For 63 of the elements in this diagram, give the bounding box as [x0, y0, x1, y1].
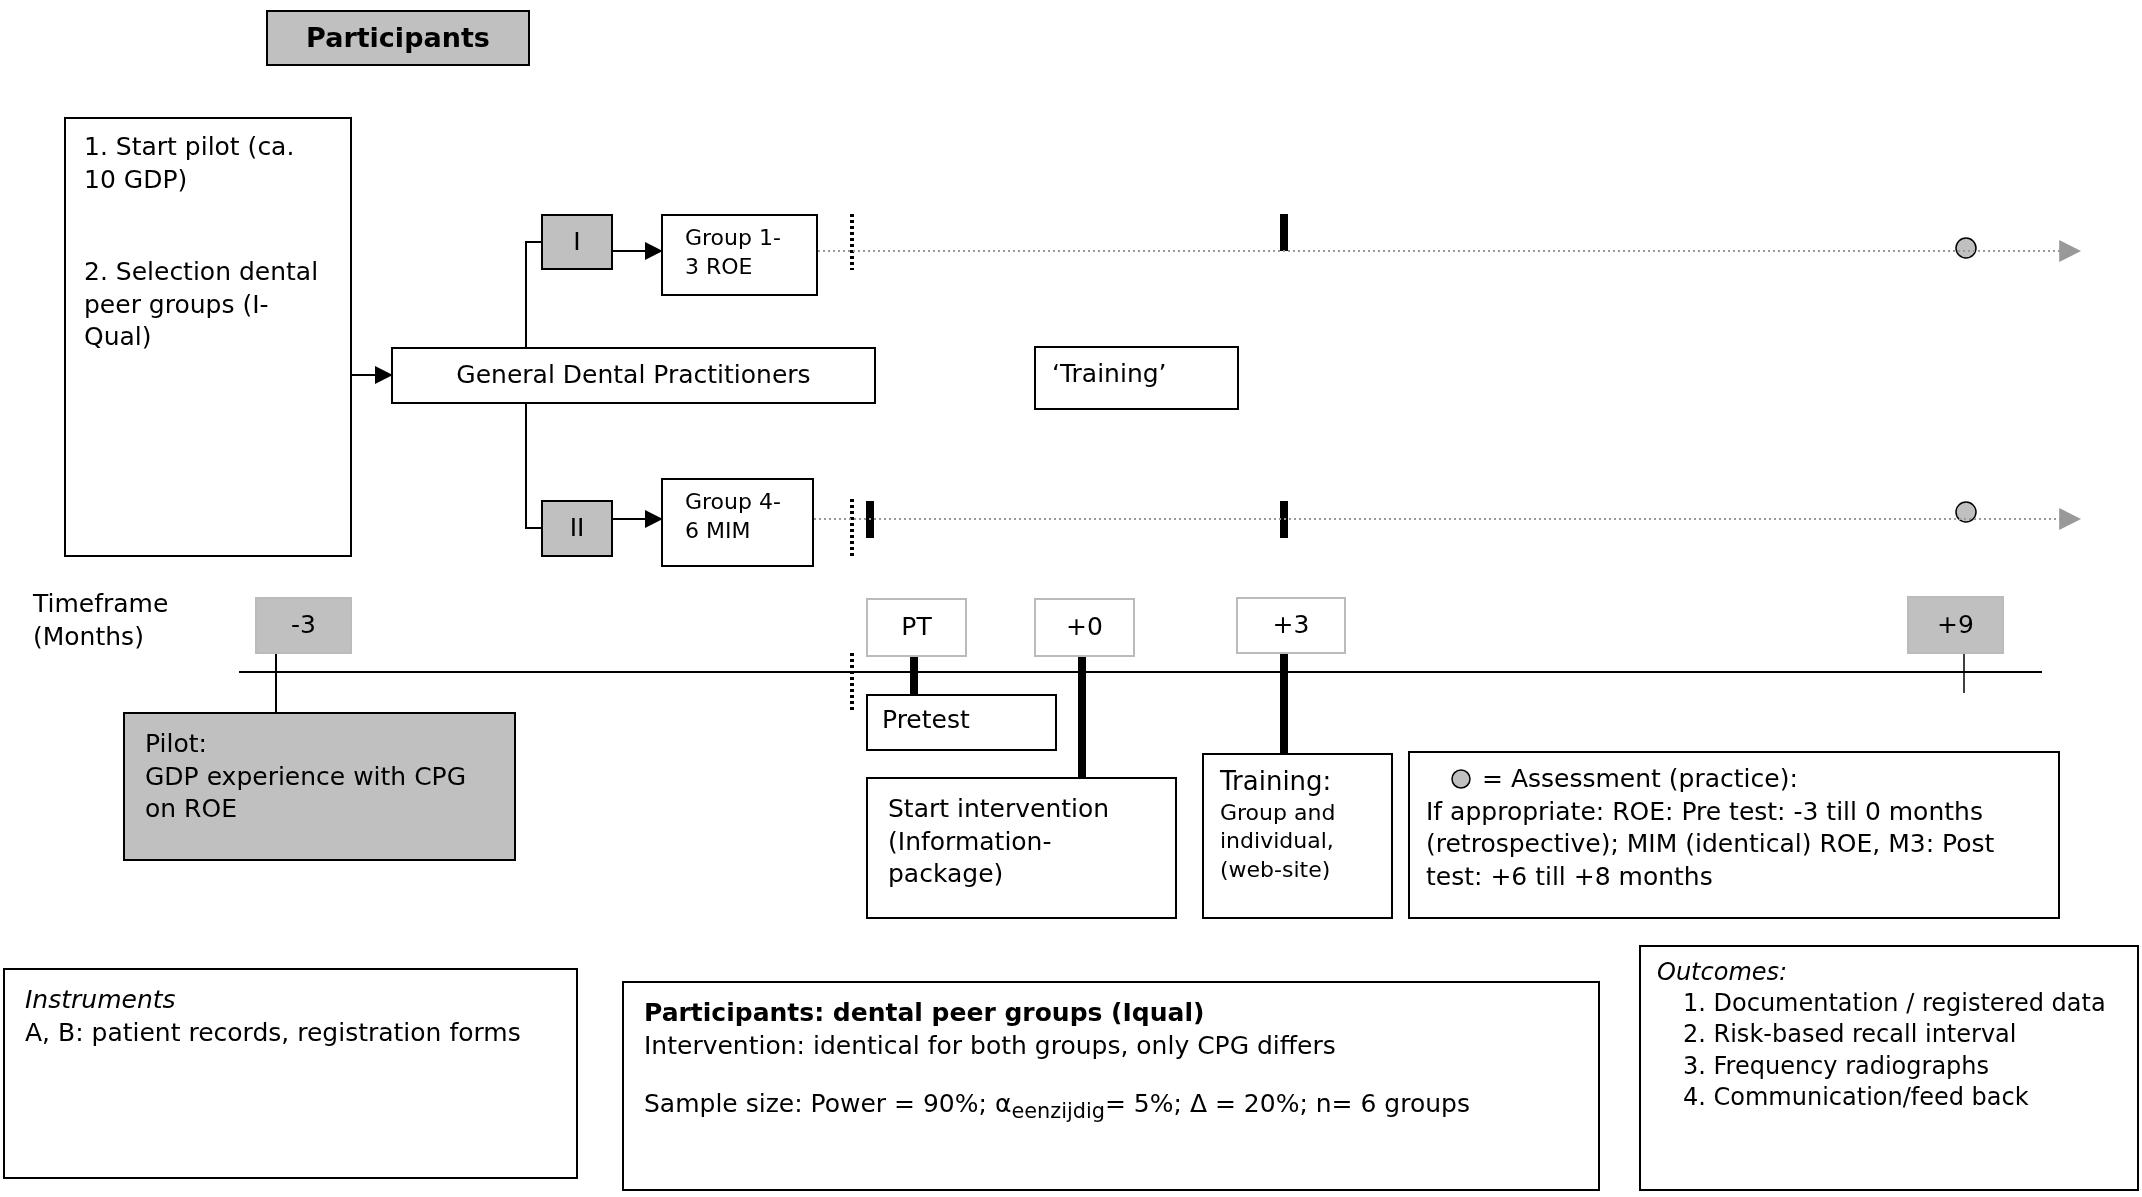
group-number: II — [569, 512, 585, 545]
text-box — [1639, 945, 2139, 1191]
text-box — [1034, 598, 1135, 657]
heading: Participants: dental peer groups (Iqual) — [644, 997, 1206, 1029]
list-item: 2. Risk-based recall interval — [1682, 1019, 2018, 1051]
description: If appropriate: ROE: Pre test: -3 till 0 months (retrospective); MIM (identical) ROE, M3: Post test: +6 till +8 months — [1426, 795, 1996, 893]
node-label: ‘Training’ — [1052, 358, 1168, 390]
description: Group and individual, (web-site) — [1220, 798, 1337, 884]
time-label: +9 — [1937, 608, 1974, 641]
heading: Instruments — [25, 984, 177, 1016]
text-box — [866, 598, 967, 657]
list-item: 1. Documentation / registered data — [1682, 988, 2107, 1020]
time-label: PT — [901, 611, 932, 644]
connector-line — [1280, 654, 1288, 753]
node-label: Group 1-3 ROE — [685, 224, 782, 281]
text-box — [1034, 346, 1239, 410]
connector-line — [525, 241, 542, 348]
time-label: +3 — [1272, 609, 1310, 642]
text-box — [123, 712, 516, 861]
text-box — [866, 777, 1177, 919]
text-box — [64, 117, 352, 557]
text-box — [255, 597, 352, 654]
heading: Pilot: — [145, 728, 208, 760]
step-text: 2. Selection dental peer groups (I-Qual) — [84, 256, 320, 353]
description: Sample size: Power = 90%; α$_{eenzijdig}$= 5%; Δ = 20%; n= 6 groups — [644, 1088, 1471, 1125]
text-box — [1202, 753, 1393, 919]
node-label: Group 4-6 MIM — [685, 488, 782, 545]
text-box — [622, 981, 1600, 1191]
description: A, B: patient records, registration forms — [25, 1016, 522, 1049]
legend-text: = Assessment (practice): — [1482, 763, 1798, 795]
text-box — [391, 347, 876, 404]
description: Intervention: identical for both groups, only CPG differs — [644, 1029, 1337, 1062]
text-box — [3, 968, 578, 1179]
description: Start intervention (Information-package) — [888, 793, 1111, 890]
connector-line — [525, 403, 542, 529]
node-label: Pretest — [882, 704, 971, 736]
text-box — [1408, 751, 2060, 919]
node-label: General Dental Practitioners — [456, 359, 811, 392]
connector-line — [275, 653, 277, 713]
list-item: 4. Communication/feed back — [1682, 1081, 2030, 1113]
text-box — [1236, 597, 1346, 654]
axis-title: Timeframe (Months) — [33, 588, 170, 653]
group-number: I — [573, 225, 581, 258]
heading: Outcomes: — [1657, 957, 1789, 988]
heading: Training: — [1220, 765, 1333, 798]
time-label: +0 — [1066, 611, 1103, 644]
text-box — [1907, 596, 2004, 654]
arrow — [351, 366, 393, 384]
connector-line — [1078, 657, 1086, 777]
description: GDP experience with CPG on ROE — [145, 760, 468, 825]
step-text: 1. Start pilot (ca. 10 GDP) — [84, 131, 296, 196]
text-box — [541, 214, 613, 270]
arrow — [612, 510, 663, 528]
list-item: 3. Frequency radiographs — [1682, 1050, 1991, 1082]
arrow — [612, 242, 663, 260]
header-box — [266, 10, 530, 66]
text-box — [541, 500, 613, 557]
text-box — [661, 478, 814, 567]
text-box — [661, 214, 818, 296]
time-label: -3 — [291, 609, 316, 642]
connector-line — [910, 657, 918, 694]
text-box — [866, 694, 1057, 751]
heading: Participants — [306, 21, 490, 56]
